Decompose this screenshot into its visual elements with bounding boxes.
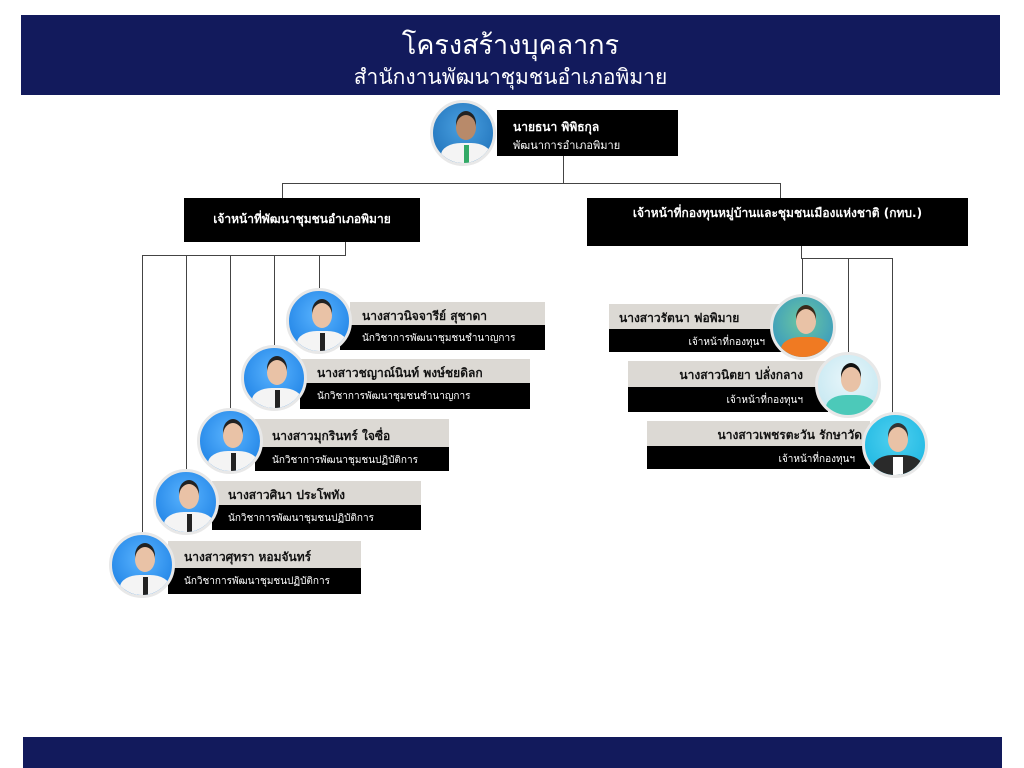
page-subtitle: สำนักงานพัฒนาชุมชนอำเภอพิมาย <box>353 65 668 89</box>
staff-position: เจ้าหน้าที่กองทุนฯ <box>647 446 870 469</box>
staff-position: นักวิชาการพัฒนาชุมชนปฏิบัติการ <box>255 447 449 471</box>
staff-name: นางสาวมุกรินทร์ ใจซื่อ <box>255 419 449 447</box>
staff-position: เจ้าหน้าที่กองทุนฯ <box>628 387 828 412</box>
staff-photo <box>153 469 219 535</box>
staff-photo <box>109 532 175 598</box>
staff-name: นางสาวนิตยา ปลั่งกลาง <box>628 361 828 387</box>
staff-position: นักวิชาการพัฒนาชุมชนปฏิบัติการ <box>168 568 361 594</box>
staff-name: นางสาวรัตนา ฟอพิมาย <box>609 304 800 329</box>
staff-photo <box>241 345 307 411</box>
staff-name: นางสาวศินา ประโพทัง <box>212 481 421 505</box>
staff-position: นักวิชาการพัฒนาชุมชนปฏิบัติการ <box>212 505 421 530</box>
header-banner: โครงสร้างบุคลากร สำนักงานพัฒนาชุมชนอำเภอ… <box>21 15 1000 95</box>
page-title: โครงสร้างบุคลากร <box>401 30 620 61</box>
staff-name: นางสาวศุทรา หอมจันทร์ <box>168 541 361 568</box>
staff-name: นางสาวนิจจารีย์ สุชาดา <box>350 302 545 325</box>
footer-bar <box>23 737 1002 768</box>
staff-position: เจ้าหน้าที่กองทุนฯ <box>609 329 800 352</box>
group-left-header: เจ้าหน้าที่พัฒนาชุมชนอำเภอพิมาย <box>184 198 420 242</box>
staff-photo <box>862 412 928 478</box>
head-photo <box>430 100 496 166</box>
head-position: พัฒนาการอำเภอพิมาย <box>513 139 621 152</box>
staff-name: นางสาวเพชรตะวัน รักษาวัด <box>647 421 870 446</box>
group-right-header: เจ้าหน้าที่กองทุนหมู่บ้านและชุมชนเมืองแห… <box>587 198 968 246</box>
staff-position: นักวิชาการพัฒนาชุมชนชำนาญการ <box>300 383 530 409</box>
staff-photo <box>770 294 836 360</box>
staff-photo <box>197 408 263 474</box>
staff-photo <box>815 352 881 418</box>
staff-photo <box>286 288 352 354</box>
head-name: นายธนา พิพิธกุล <box>513 120 600 134</box>
staff-name: นางสาวชญาณ์นินท์ พงษ์ชยดิลก <box>300 359 530 383</box>
staff-position: นักวิชาการพัฒนาชุมชนชำนาญการ <box>340 325 545 350</box>
head-card: นายธนา พิพิธกุล พัฒนาการอำเภอพิมาย <box>497 110 678 156</box>
